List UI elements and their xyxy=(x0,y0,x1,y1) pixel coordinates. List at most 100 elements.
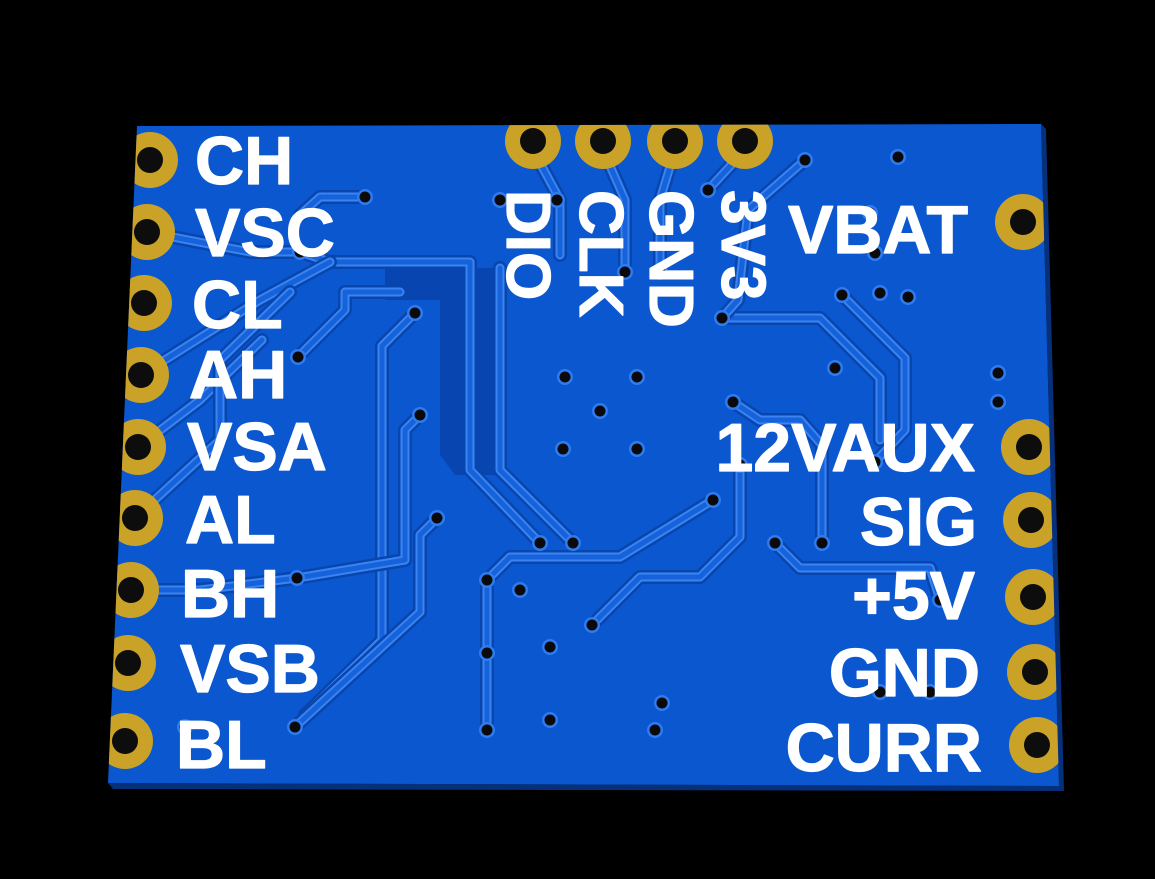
trace xyxy=(719,157,808,321)
via xyxy=(592,403,608,419)
via-hole xyxy=(294,246,306,258)
via-hole xyxy=(544,641,556,653)
via xyxy=(492,192,508,208)
via xyxy=(565,535,581,551)
via-hole xyxy=(836,289,848,301)
castellated-pad xyxy=(647,124,703,169)
via-hole xyxy=(431,512,443,524)
via xyxy=(555,441,571,457)
pad-hole xyxy=(1018,507,1044,533)
via xyxy=(289,570,305,586)
pin-label-vsa: VSA xyxy=(187,409,327,485)
top-pin-labels: DIO CLK GND 3V3 xyxy=(492,189,777,328)
via xyxy=(542,712,558,728)
pin-label-5v: +5V xyxy=(852,558,975,634)
pin-label-gnd-top: GND xyxy=(636,190,705,328)
via-hole xyxy=(586,619,598,631)
trace xyxy=(589,462,743,628)
via xyxy=(767,535,783,551)
board-side-right xyxy=(1041,124,1064,791)
pad-hole xyxy=(1020,584,1046,610)
via-hole xyxy=(902,291,914,303)
via xyxy=(479,645,495,661)
castellated-pad xyxy=(113,347,169,403)
via xyxy=(532,535,548,551)
pin-label-cl: CL xyxy=(192,267,283,343)
pin-label-ch: CH xyxy=(195,123,293,199)
via-hole xyxy=(924,686,936,698)
via xyxy=(814,535,830,551)
via-hole xyxy=(359,191,371,203)
pad-hole xyxy=(1024,732,1050,758)
castellated-pad xyxy=(108,635,156,691)
via xyxy=(647,722,663,738)
pin-label-al: AL xyxy=(185,482,276,558)
via-hole xyxy=(414,409,426,421)
via-hole xyxy=(829,362,841,374)
via-hole xyxy=(727,396,739,408)
pin-label-bl: BL xyxy=(176,707,267,783)
via-hole xyxy=(481,647,493,659)
via xyxy=(872,684,888,700)
pad-hole xyxy=(128,362,154,388)
via xyxy=(725,394,741,410)
via xyxy=(862,205,878,221)
via-hole xyxy=(534,537,546,549)
via-hole xyxy=(734,459,746,471)
via-hole xyxy=(481,574,493,586)
via-hole xyxy=(481,724,493,736)
via xyxy=(705,492,721,508)
trace xyxy=(730,399,825,546)
via-hole xyxy=(816,537,828,549)
pad-hole xyxy=(1010,209,1036,235)
via-hole xyxy=(656,697,668,709)
via-hole xyxy=(992,396,1004,408)
right-pin-labels: VBAT 12VAUX SIG +5V GND CURR xyxy=(715,191,983,786)
trace xyxy=(292,515,440,730)
via-hole xyxy=(869,247,881,259)
via-hole xyxy=(619,266,631,278)
via-hole xyxy=(544,714,556,726)
via-hole xyxy=(494,194,506,206)
via-hole xyxy=(654,266,666,278)
via-hole xyxy=(649,724,661,736)
trace xyxy=(719,315,883,443)
via xyxy=(700,182,716,198)
castellated-pad xyxy=(108,713,153,769)
castellated-pad xyxy=(1007,644,1059,700)
pad-hole xyxy=(125,434,151,460)
via xyxy=(867,454,883,470)
pad-hole xyxy=(115,650,141,676)
via-hole xyxy=(557,443,569,455)
via xyxy=(900,289,916,305)
via-hole xyxy=(702,184,714,196)
board-side-bottom xyxy=(108,783,1064,791)
pad-hole xyxy=(662,128,688,154)
via-hole xyxy=(799,154,811,166)
via-hole xyxy=(631,443,643,455)
via xyxy=(542,639,558,655)
via xyxy=(479,722,495,738)
trace xyxy=(144,229,303,255)
via xyxy=(732,457,748,473)
via-hole xyxy=(594,405,606,417)
via-hole xyxy=(567,537,579,549)
pin-label-clk: CLK xyxy=(566,190,635,318)
castellated-pad xyxy=(110,419,166,475)
castellated-pad xyxy=(1001,419,1057,475)
trace xyxy=(132,289,293,521)
via-hole xyxy=(874,686,886,698)
castellated-pad xyxy=(119,204,175,260)
via xyxy=(867,245,883,261)
trace xyxy=(138,259,333,378)
pad-hole xyxy=(122,505,148,531)
pad-hole xyxy=(1016,434,1042,460)
trace xyxy=(497,265,576,546)
via xyxy=(617,264,633,280)
via xyxy=(357,189,373,205)
via-hole xyxy=(289,721,301,733)
left-pin-labels: CH VSC CL AH VSA AL BH VSB BL xyxy=(175,122,335,783)
trace xyxy=(295,289,403,360)
via xyxy=(512,582,528,598)
via-hole xyxy=(934,594,946,606)
